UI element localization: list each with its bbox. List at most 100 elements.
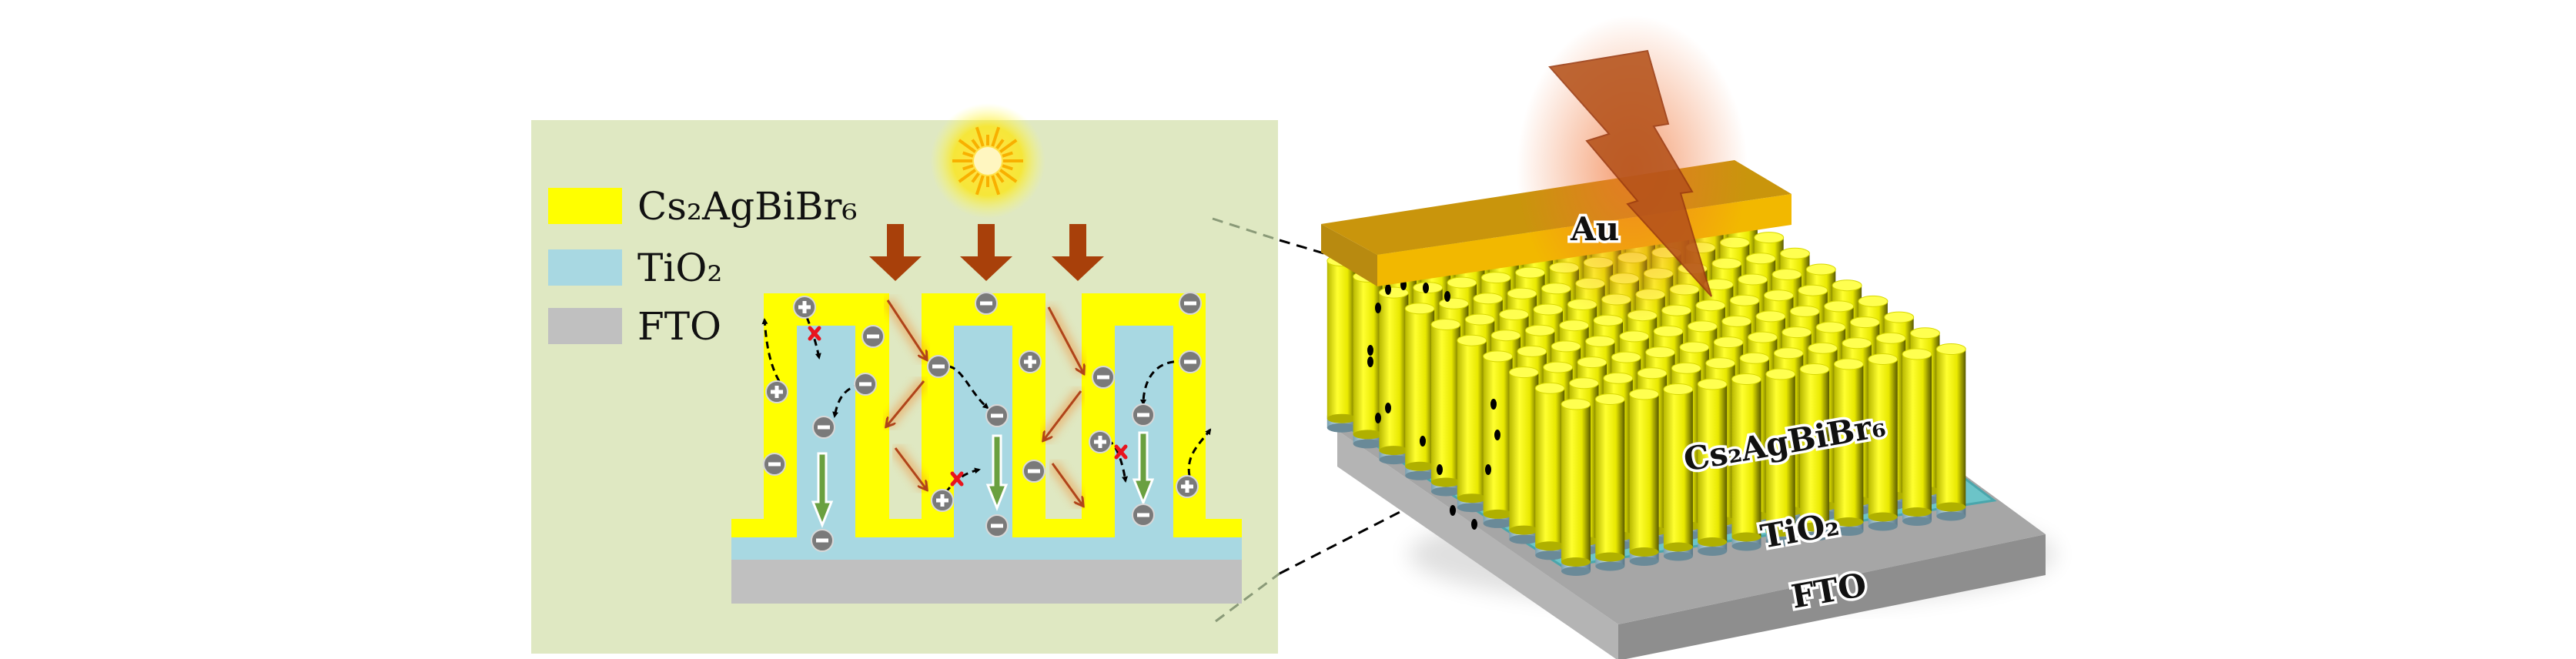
nanorod [1378,286,1409,465]
down-arrow-icon [811,452,834,529]
fto-layer [731,560,1242,604]
light-arrow-icon [869,224,922,281]
blocked-x-icon [808,326,821,341]
hole-icon [793,296,816,319]
sun-ray [991,175,1001,196]
sun-ray [1002,164,1013,171]
electron-icon [861,325,885,348]
electron-dot [1471,519,1477,530]
sun-ray [971,139,980,149]
sun-ray [962,164,974,171]
hole-icon [931,489,954,512]
sun-ray [995,139,1005,149]
electron-dot [1437,464,1443,475]
label-au: Au [1570,210,1619,248]
down-arrow-icon [1132,431,1155,507]
light-path-arrow [1048,460,1087,509]
legend: Cs₂AgBiBr₆ TiO₂ FTO [548,184,858,349]
nanorod [1731,373,1761,551]
hole-icon [765,380,788,403]
lightning-bolt-icon [1517,15,1748,323]
legend-label-fto: FTO [637,304,721,349]
nanorod [1765,368,1796,546]
legend-item-fto: FTO [548,304,721,349]
electron-dot [1375,413,1381,423]
electron-icon [975,292,998,315]
electron-icon [1132,503,1155,527]
sun-ray [991,126,1001,147]
nanorod [1508,366,1539,544]
sun-ray [999,169,1018,183]
tio2-nanorod-core [954,326,1012,537]
dashed-arrow [805,316,821,360]
electron-icon [763,453,786,476]
nanorod [1833,358,1864,536]
charge-carriers [763,292,1202,552]
nanorod [1404,303,1435,480]
electron-icon [1092,366,1115,389]
dashed-arrow [948,365,989,410]
legend-swatch-fto [548,308,622,344]
down-arrow-icon [985,434,1009,512]
legend-swatch-tio2 [548,249,622,286]
zoom-connector-lines [1212,217,1416,623]
electron-icon [1179,350,1202,373]
tio2-compact-layer [731,537,1242,560]
cross-section-structure [731,293,1242,604]
legend-swatch-perovskite [548,188,622,224]
light-path-arrow [1039,387,1086,443]
light-path-arrow [883,297,931,359]
electron-icon [985,514,1009,537]
light-path-arrow [1043,304,1089,373]
electron-dot [1490,399,1497,410]
electron-icon [1179,292,1202,315]
nanorod [1561,398,1591,576]
electron-icon [812,416,835,439]
scattered-light-paths [882,297,1089,509]
electron-dot [1385,284,1391,295]
light-arrow-icon [960,224,1012,281]
nanorod [1326,255,1357,433]
sun-ray [971,172,980,183]
hole-icon [1089,430,1112,453]
electron-icon [927,355,950,378]
dashed-arrow [1140,360,1186,406]
dashed-arrow [761,318,781,382]
nanorod [1663,383,1694,561]
sun-ray [1002,151,1013,158]
legend-item-perovskite: Cs₂AgBiBr₆ [548,184,858,229]
electron-dot [1450,505,1456,516]
incident-light-arrows [869,224,1104,281]
nanorod [1594,393,1625,571]
nanorod [1935,343,1966,521]
legend-label-perovskite: Cs₂AgBiBr₆ [637,184,858,229]
electron-icon [1022,460,1045,483]
sun-icon [930,103,1045,219]
sun-ray [958,139,976,153]
nanorod [1799,363,1830,541]
dashed-arrow [944,467,981,493]
electron-dot [1420,436,1426,447]
light-path-arrow [882,377,928,430]
device-3d: Au Cs₂AgBiBr₆ TiO₂ FTO [1321,15,2056,659]
blocked-x-icon [1114,444,1128,460]
sun-ray [975,126,985,147]
electron-icon [811,529,834,552]
nanorod [1534,382,1565,560]
electron-dot [1485,464,1491,475]
nanorod [1902,348,1932,526]
sun-ray [958,169,976,183]
nanorod [1697,378,1728,556]
electron-dot [1367,356,1373,367]
electron-dot [1367,345,1373,356]
electron-icon [1132,403,1155,427]
sun-ray [999,139,1018,153]
sun-ray [995,172,1005,183]
dashed-arrow [1187,428,1212,477]
nanorod [1868,353,1899,531]
legend-item-tio2: TiO₂ [548,246,722,290]
electron-dot [1375,303,1381,313]
light-path-arrow [891,444,931,493]
nanorod [1629,388,1660,566]
